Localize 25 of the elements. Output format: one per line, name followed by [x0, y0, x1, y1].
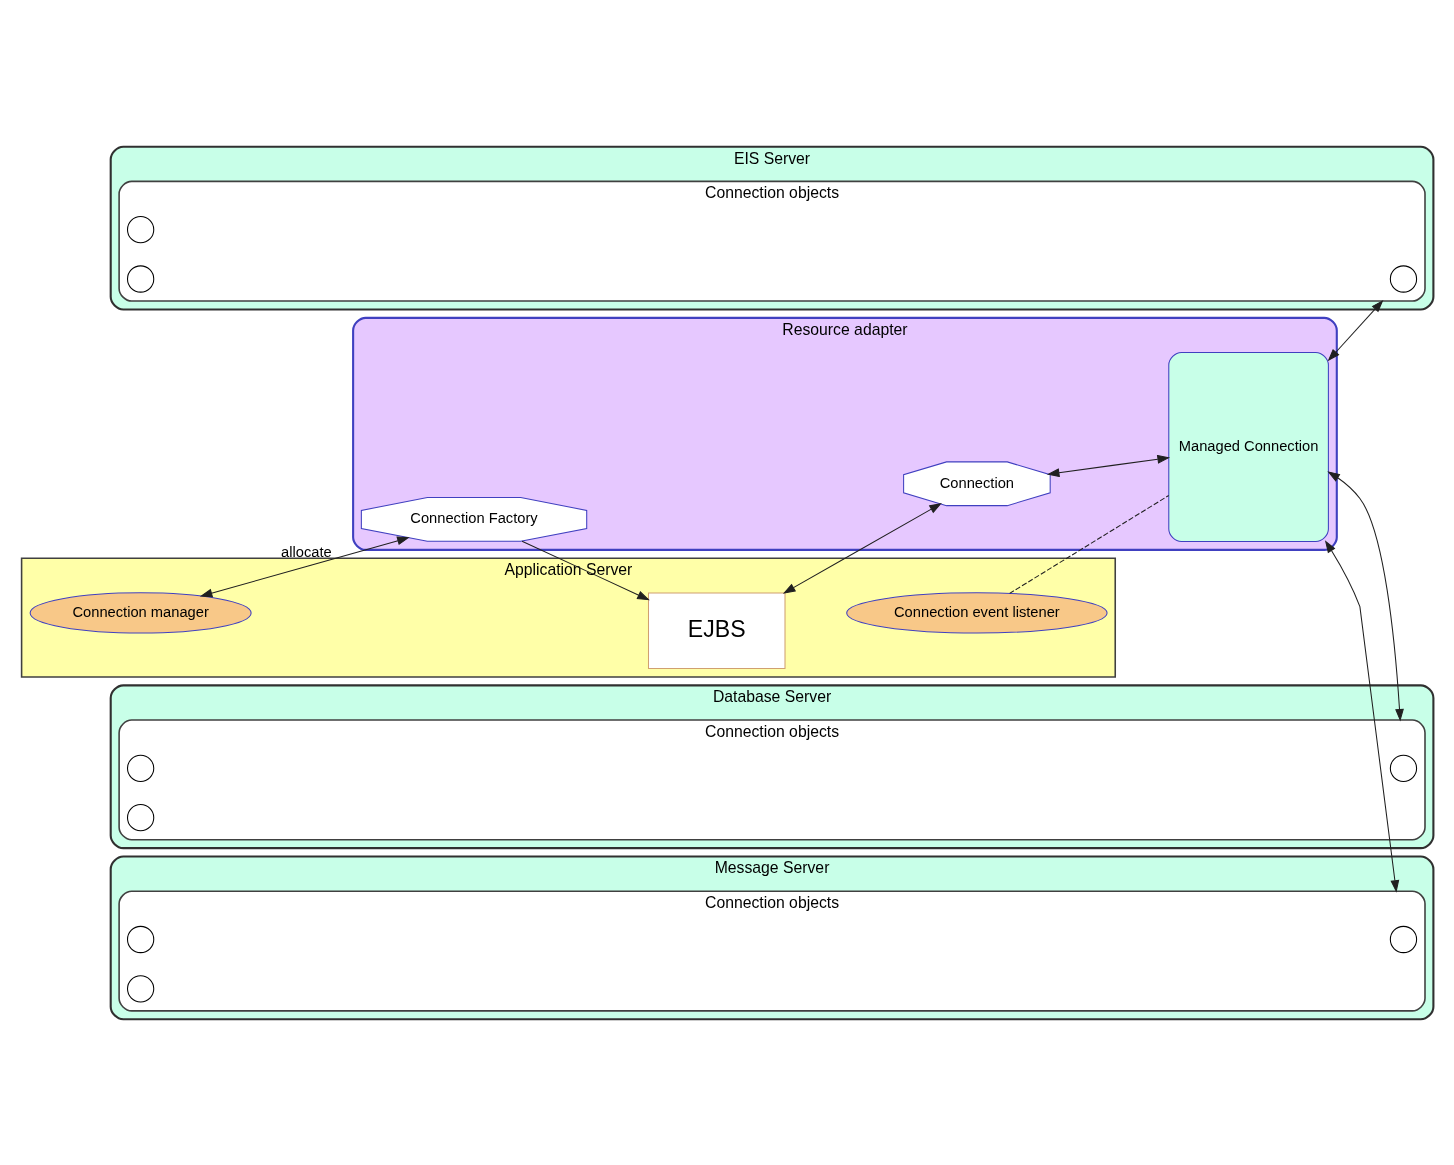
node-box: EJBS: [647, 591, 786, 669]
arrow: [1046, 454, 1170, 477]
node-circle: [126, 754, 154, 782]
node-circle: [126, 925, 154, 953]
arrow: [1326, 470, 1404, 722]
cluster: Connection objects: [117, 180, 1426, 302]
node-ellipse: Connection event listener: [845, 591, 1108, 634]
node-circle: [126, 974, 154, 1002]
node-circle: [1389, 925, 1417, 953]
node-circle: [1389, 754, 1417, 782]
cluster: Connection objects: [117, 718, 1426, 841]
cluster: Connection objects: [117, 889, 1426, 1012]
node-circle: [126, 803, 154, 831]
arrow: [1327, 299, 1383, 361]
node-circle: [1389, 264, 1417, 293]
arrow: [521, 540, 650, 600]
arrow: [1324, 539, 1399, 893]
arrow: [782, 502, 942, 594]
node-ellipse: Connection manager: [29, 591, 252, 634]
arrow: [199, 536, 410, 597]
edge-label: allocate: [280, 543, 332, 560]
node-circle: [126, 215, 154, 243]
node-circle: [126, 264, 154, 293]
connector: [1008, 494, 1169, 594]
node-box: Managed Connection: [1167, 351, 1329, 542]
